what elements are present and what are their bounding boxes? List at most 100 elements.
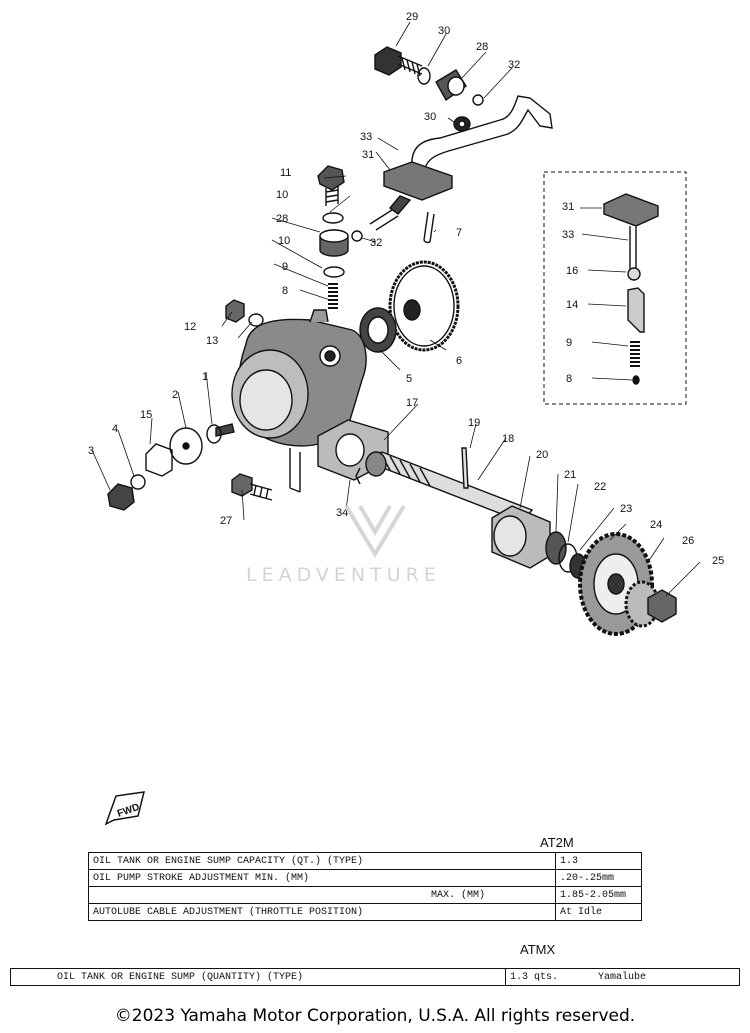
callout-32-mid: 32 xyxy=(370,237,382,249)
callout-17: 17 xyxy=(406,397,418,409)
inset-callout-16: 16 xyxy=(566,265,578,277)
bolt-11-part xyxy=(317,165,345,206)
inset-rod-33-part xyxy=(629,226,637,271)
callout-21: 21 xyxy=(564,469,576,481)
watermark-text: LEADVENTURE xyxy=(246,564,441,586)
cap-28-top-part xyxy=(435,69,467,102)
washer-10-part xyxy=(322,212,344,224)
spec-value: At Idle xyxy=(555,903,642,921)
spring-9-part xyxy=(328,283,338,309)
washer-10-lower-part xyxy=(323,266,345,278)
callout-31: 31 xyxy=(362,149,374,161)
callout-22: 22 xyxy=(594,481,606,493)
table-row: OIL PUMP STROKE ADJUSTMENT MIN. (MM) .20… xyxy=(88,869,642,887)
bracket-15-part xyxy=(145,443,173,477)
spec-table-at2m: OIL TANK OR ENGINE SUMP CAPACITY (QT.) (… xyxy=(88,852,642,921)
model-label-at2m: AT2M xyxy=(540,835,574,850)
model-label-atmx: ATMX xyxy=(520,942,556,957)
callout-28: 28 xyxy=(476,41,488,53)
callout-4: 4 xyxy=(112,423,118,435)
callout-28-mid: 28 xyxy=(276,213,288,225)
callout-30: 30 xyxy=(438,25,450,37)
inset-box xyxy=(543,171,687,405)
inset-pin-8-part xyxy=(632,375,640,385)
inset-adjuster-14-part xyxy=(627,287,645,333)
bolt-27-part xyxy=(231,473,273,501)
spec-label: AUTOLUBE CABLE ADJUSTMENT (THROTTLE POSI… xyxy=(88,903,556,921)
callout-33: 33 xyxy=(360,131,372,143)
collar-20-part xyxy=(491,505,551,569)
pin-19-part xyxy=(461,447,469,489)
spec-label: OIL TANK OR ENGINE SUMP CAPACITY (QT.) (… xyxy=(88,852,556,870)
inset-callout-8: 8 xyxy=(566,373,572,385)
bolt-12-part xyxy=(225,299,245,323)
callout-32: 32 xyxy=(508,59,520,71)
callout-1: 1 xyxy=(202,371,208,383)
shaft-18-part xyxy=(365,451,534,523)
callout-15: 15 xyxy=(140,409,152,421)
callout-3: 3 xyxy=(88,445,94,457)
table-row: AUTOLUBE CABLE ADJUSTMENT (THROTTLE POSI… xyxy=(88,903,642,921)
spec-label: OIL PUMP STROKE ADJUSTMENT MIN. (MM) xyxy=(88,869,556,887)
washer-21-part xyxy=(545,531,567,565)
callout-5: 5 xyxy=(406,373,412,385)
inset-spring-9-part xyxy=(630,341,640,367)
callout-12: 12 xyxy=(184,321,196,333)
callout-30-lower: 30 xyxy=(424,111,436,123)
callout-34: 34 xyxy=(336,507,348,519)
callout-9: 9 xyxy=(282,261,288,273)
rod-33-part xyxy=(411,95,553,173)
callout-19: 19 xyxy=(468,417,480,429)
inset-nut-16-part xyxy=(627,267,641,281)
inset-callout-14: 14 xyxy=(566,299,578,311)
callout-10: 10 xyxy=(276,189,288,201)
seal-34-part xyxy=(355,467,361,485)
bearing-5-part xyxy=(359,307,397,353)
spec-label: OIL TANK OR ENGINE SUMP (QUANTITY) (TYPE… xyxy=(10,968,506,986)
table-row: OIL TANK OR ENGINE SUMP CAPACITY (QT.) (… xyxy=(88,852,642,870)
cotter-pin-7-part xyxy=(423,211,435,244)
nut-32-top-part xyxy=(472,94,484,106)
inset-callout-31: 31 xyxy=(562,201,574,213)
spec-value-type: Yamalube xyxy=(598,971,647,983)
inset-plate-31-part xyxy=(603,193,659,227)
callout-18: 18 xyxy=(502,433,514,445)
nut-25-part xyxy=(647,589,677,623)
spec-value-quantity: 1.3 qts. xyxy=(510,971,559,983)
spec-label: MAX. (MM) xyxy=(88,886,556,904)
plate-31-part xyxy=(383,161,453,201)
callout-7: 7 xyxy=(456,227,462,239)
leadventure-logo-icon xyxy=(344,504,406,558)
callout-24: 24 xyxy=(650,519,662,531)
callout-29: 29 xyxy=(406,11,418,23)
inset-callout-9: 9 xyxy=(566,337,572,349)
spec-value: 1.3 qts. Yamalube xyxy=(505,968,740,986)
spec-table-atmx: OIL TANK OR ENGINE SUMP (QUANTITY) (TYPE… xyxy=(10,968,740,986)
oil-pump-body-part xyxy=(215,309,367,447)
table-row: MAX. (MM) 1.85-2.05mm xyxy=(88,886,642,904)
forward-arrow-icon: FWD xyxy=(104,791,145,826)
gear-6-part xyxy=(388,260,460,352)
nut-32-part xyxy=(351,230,363,242)
spec-value: .20-.25mm xyxy=(555,869,642,887)
oring-1-part xyxy=(206,424,222,444)
table-row: OIL TANK OR ENGINE SUMP (QUANTITY) (TYPE… xyxy=(10,968,740,986)
nut-3-part xyxy=(107,483,135,511)
inset-callout-33: 33 xyxy=(562,229,574,241)
washer-13-part xyxy=(248,313,264,327)
callout-10-lower: 10 xyxy=(278,235,290,247)
callout-6: 6 xyxy=(456,355,462,367)
callout-26: 26 xyxy=(682,535,694,547)
callout-25: 25 xyxy=(712,555,724,567)
spec-value: 1.3 xyxy=(555,852,642,870)
callout-2: 2 xyxy=(172,389,178,401)
callout-8: 8 xyxy=(282,285,288,297)
exploded-parts-diagram: 29 30 28 32 30 33 31 11 10 28 32 10 7 9 … xyxy=(88,11,724,636)
callout-labels: 29 30 28 32 30 33 31 11 10 28 32 10 7 9 … xyxy=(88,11,724,567)
callout-20: 20 xyxy=(536,449,548,461)
callout-13: 13 xyxy=(206,335,218,347)
washer-30-part xyxy=(417,67,431,85)
callout-27: 27 xyxy=(220,515,232,527)
callout-11: 11 xyxy=(280,167,291,179)
callout-23: 23 xyxy=(620,503,632,515)
